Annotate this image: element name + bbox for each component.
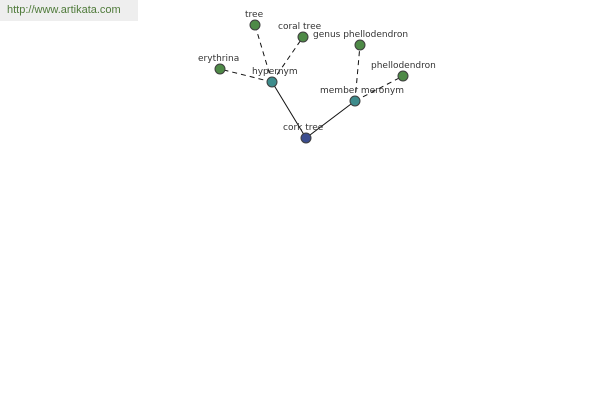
label-member-meronym: member meronym bbox=[320, 86, 404, 96]
edge-cork-tree-to-hypernym bbox=[271, 81, 307, 139]
graph-edges bbox=[219, 24, 404, 139]
url-link[interactable]: http://www.artikata.com bbox=[7, 4, 121, 16]
label-genus-phellodendron: genus phellodendron bbox=[313, 30, 408, 40]
node-cork-tree[interactable] bbox=[300, 132, 312, 144]
label-cork-tree: cork tree bbox=[283, 123, 324, 133]
graph-labels: cork tree hypernym member meronym tree coral… bbox=[198, 10, 436, 133]
label-hypernym: hypernym bbox=[252, 67, 298, 77]
node-tree[interactable] bbox=[249, 19, 261, 31]
edge-cork-tree-to-member-meronym bbox=[305, 100, 356, 139]
label-tree: tree bbox=[245, 10, 264, 20]
node-hypernym[interactable] bbox=[266, 76, 278, 88]
edge-member-meronym-to-genus-phellodendron bbox=[354, 44, 361, 102]
label-phellodendron: phellodendron bbox=[371, 61, 436, 71]
edge-member-meronym-to-phellodendron bbox=[354, 75, 404, 102]
edge-hypernym-to-coral-tree bbox=[271, 36, 304, 83]
node-erythrina[interactable] bbox=[214, 63, 226, 75]
label-coral-tree: coral tree bbox=[278, 22, 322, 32]
graph-nodes bbox=[214, 19, 409, 144]
edge-hypernym-to-tree bbox=[254, 24, 273, 83]
node-coral-tree[interactable] bbox=[297, 31, 309, 43]
node-phellodendron[interactable] bbox=[397, 70, 409, 82]
label-erythrina: erythrina bbox=[198, 54, 239, 64]
node-genus-phellodendron[interactable] bbox=[354, 39, 366, 51]
node-member-meronym[interactable] bbox=[349, 95, 361, 107]
url-banner: http://www.artikata.com bbox=[0, 0, 138, 21]
